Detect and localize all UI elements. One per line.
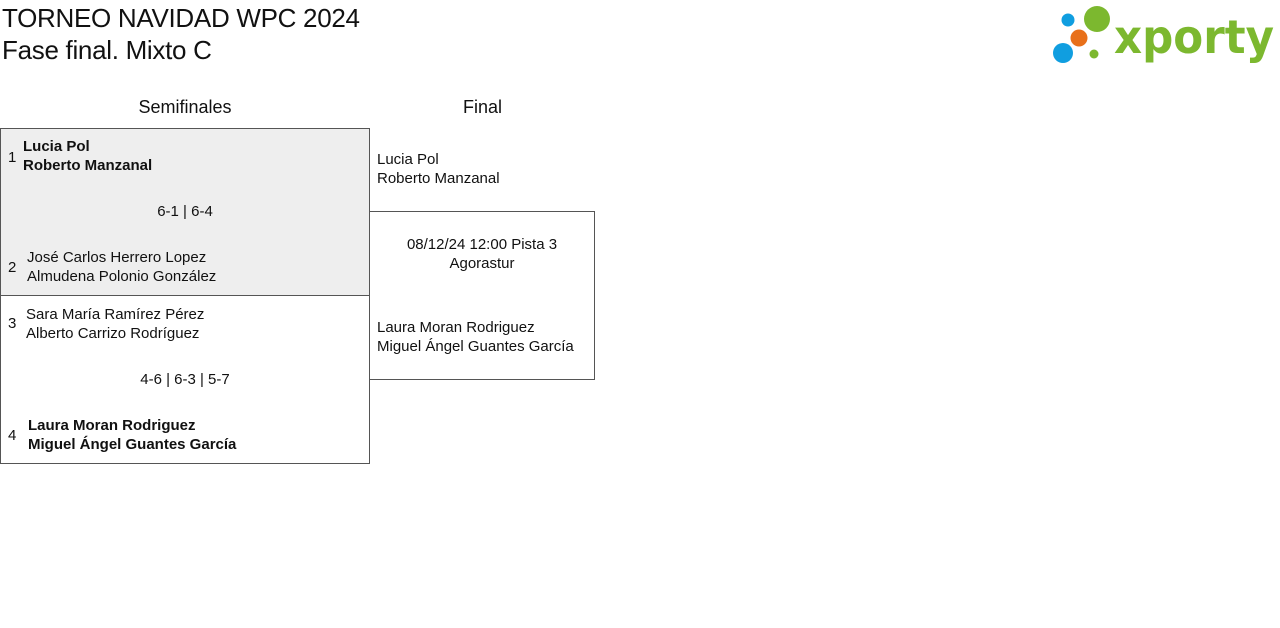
final-team-top: Lucia Pol Roberto Manzanal (377, 150, 500, 188)
venue-name: Agorastur (449, 255, 515, 272)
xporty-logo: xporty (1053, 6, 1274, 64)
logo-dot-blue-small (1061, 13, 1075, 27)
match-score: 4-6 | 6-3 | 5-7 (140, 371, 230, 388)
player-name: Alberto Carrizo Rodríguez (26, 325, 200, 342)
player-name: Laura Moran Rodriguez (377, 319, 535, 336)
final-schedule: 08/12/24 12:00 Pista 3 Agorastur (370, 235, 594, 273)
final-match[interactable]: 08/12/24 12:00 Pista 3 Agorastur Laura M… (369, 211, 595, 380)
logo-dot-green (1084, 6, 1110, 32)
final-team-bottom: Laura Moran Rodriguez Miguel Ángel Guant… (377, 318, 574, 356)
team-winner: Laura Moran Rodriguez Miguel Ángel Guant… (28, 416, 236, 454)
player-name: Almudena Polonio González (27, 268, 217, 285)
schedule-datetime-court: 08/12/24 12:00 Pista 3 (406, 236, 558, 253)
page-title: TORNEO NAVIDAD WPC 2024 Fase final. Mixt… (2, 2, 360, 66)
team-loser: Sara María Ramírez Pérez Alberto Carrizo… (26, 305, 204, 343)
match-score: 6-1 | 6-4 (157, 203, 213, 220)
logo-wordmark: xporty (1114, 10, 1274, 64)
seed-number: 1 (8, 149, 17, 166)
round-header-final: Final (462, 97, 502, 117)
phase-name: Fase final. Mixto C (2, 35, 212, 65)
player-name: Laura Moran Rodriguez (28, 417, 196, 434)
round-header-semifinals: Semifinales (138, 97, 232, 117)
player-name: Lucia Pol (377, 151, 439, 168)
seed-number: 3 (8, 315, 17, 332)
player-name: Miguel Ángel Guantes García (377, 338, 574, 355)
team-winner: Lucia Pol Roberto Manzanal (23, 137, 152, 175)
player-name: Roberto Manzanal (377, 170, 500, 187)
logo-dot-orange (1070, 29, 1088, 47)
seed-number: 2 (8, 259, 17, 276)
semifinal-match-1[interactable]: 1 Lucia Pol Roberto Manzanal 6-1 | 6-4 2… (0, 128, 370, 296)
seed-number: 4 (8, 427, 17, 444)
tournament-name: TORNEO NAVIDAD WPC 2024 (2, 3, 360, 33)
team-loser: José Carlos Herrero Lopez Almudena Polon… (27, 248, 216, 286)
player-name: Lucia Pol (23, 138, 90, 155)
player-name: Roberto Manzanal (23, 157, 153, 174)
player-name: Miguel Ángel Guantes García (28, 436, 237, 453)
player-name: José Carlos Herrero Lopez (27, 249, 207, 266)
semifinal-match-2[interactable]: 3 Sara María Ramírez Pérez Alberto Carri… (0, 295, 370, 464)
logo-dot-green-small (1089, 49, 1099, 59)
player-name: Sara María Ramírez Pérez (26, 306, 205, 323)
logo-dot-blue-large (1053, 43, 1073, 63)
